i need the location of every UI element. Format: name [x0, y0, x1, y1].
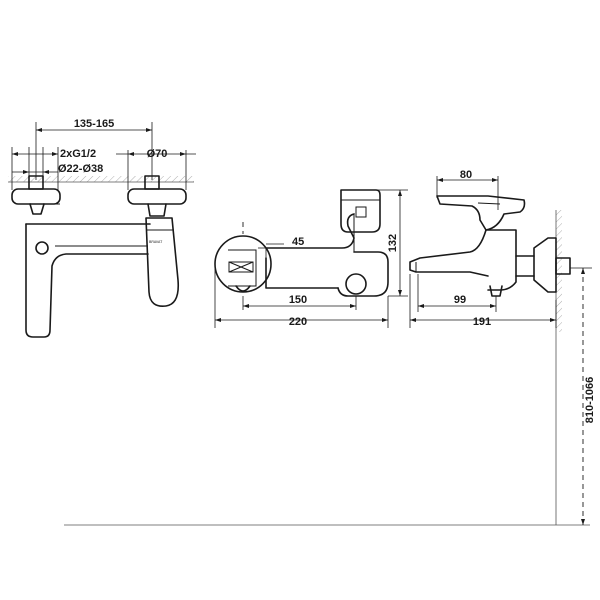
dim-height: 132 — [374, 189, 408, 297]
handle-side — [340, 189, 381, 233]
flange-label: Ø70 — [147, 148, 168, 160]
total-label: 220 — [289, 316, 307, 328]
dim-offset: 45 — [258, 236, 304, 266]
pipe-label: Ø22-Ø38 — [58, 163, 103, 175]
profile-wall — [64, 210, 590, 526]
offset-label: 45 — [292, 236, 304, 248]
dim-depth: 191 — [409, 274, 557, 328]
spout-label: 99 — [454, 294, 466, 306]
handle-profile — [436, 195, 526, 231]
dim-spacing: 135-165 — [35, 118, 153, 180]
dim-flange: Ø70 — [116, 148, 196, 190]
handle-label: 80 — [460, 169, 472, 181]
spacing-label: 135-165 — [74, 118, 114, 130]
thread-label: 2xG1/2 — [60, 148, 96, 160]
dim-handle: 80 — [436, 169, 499, 210]
wall-section — [8, 176, 194, 183]
dim-inner: 150 — [242, 294, 357, 310]
front-view: BRAVAT 135-165 2xG1/2 Ø22-Ø38 — [8, 118, 196, 338]
side-body — [265, 213, 389, 297]
dim-total: 220 — [214, 268, 389, 328]
mixer-body — [25, 223, 151, 338]
profile-view: 80 99 191 810-1066 — [64, 169, 596, 526]
inner-label: 150 — [289, 294, 307, 306]
mount-height-label: 810-1066 — [584, 377, 596, 424]
dim-mount-height: 810-1066 — [570, 267, 596, 525]
side-view: 132 45 150 220 — [214, 189, 408, 328]
height-label: 132 — [387, 234, 399, 252]
profile-connector — [515, 237, 571, 293]
handle-front: BRAVAT — [145, 217, 180, 308]
profile-body — [409, 229, 517, 297]
dim-spout: 99 — [417, 274, 497, 312]
depth-label: 191 — [473, 316, 491, 328]
right-connector — [127, 175, 187, 217]
side-left-disc — [214, 222, 272, 293]
dim-thread: 2xG1/2 Ø22-Ø38 — [11, 147, 103, 190]
brand-mark: BRAVAT — [149, 240, 163, 244]
